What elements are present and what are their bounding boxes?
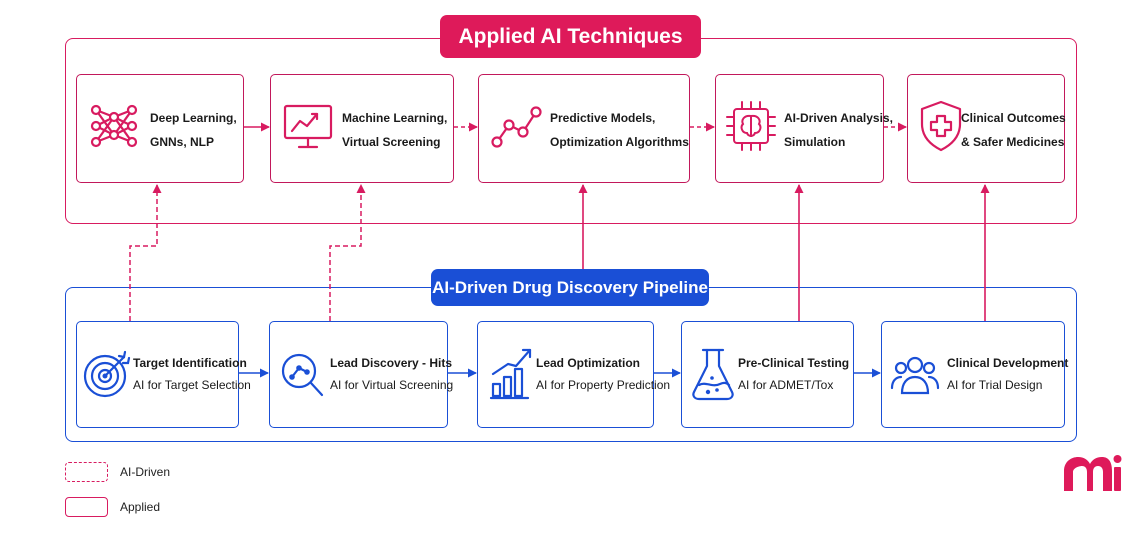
ai-chip-brain-icon <box>726 101 776 151</box>
pipeline-stage-lead-discovery: Lead Discovery - Hits AI for Virtual Scr… <box>269 321 453 428</box>
stage-title: Lead Optimization <box>536 356 641 370</box>
node-line2: Optimization Algorithms <box>550 135 689 149</box>
stage-subtitle: AI for Target Selection <box>133 378 251 392</box>
pipeline-stage-target-identification: Target Identification AI for Target Sele… <box>76 321 251 428</box>
applied-banner: Applied AI Techniques <box>440 15 701 58</box>
legend-applied: Applied <box>65 497 160 517</box>
applied-node-clinical-outcomes: Clinical Outcomes & Safer Medicines <box>907 74 1066 183</box>
pipeline-stage-lead-optimization: Lead Optimization AI for Property Predic… <box>477 321 670 428</box>
legend-dashed-swatch <box>65 462 108 482</box>
stage-subtitle: AI for Virtual Screening <box>330 378 454 392</box>
pipeline-banner: AI-Driven Drug Discovery Pipeline <box>431 269 709 306</box>
stage-title: Target Identification <box>133 356 247 370</box>
people-group-icon <box>890 356 940 395</box>
flask-icon <box>692 348 734 401</box>
legend-label: Applied <box>120 500 161 514</box>
pipeline-stage-clinical-development: Clinical Development AI for Trial Design <box>881 321 1069 428</box>
link-lead-to-machine-learning <box>329 184 366 321</box>
applied-node-machine-learning: Machine Learning, Virtual Screening <box>270 74 454 183</box>
brand-logo-icon <box>1064 455 1122 491</box>
applied-node-predictive-models: Predictive Models, Optimization Algorith… <box>478 74 690 183</box>
stage-title: Pre-Clinical Testing <box>738 356 850 370</box>
node-line1: Predictive Models, <box>550 111 656 125</box>
stage-subtitle: AI for Property Prediction <box>536 378 671 392</box>
monitor-chart-icon <box>283 104 333 149</box>
pipeline-stage-pre-clinical: Pre-Clinical Testing AI for ADMET/Tox <box>681 321 854 428</box>
legend-label: AI-Driven <box>120 465 171 479</box>
stage-subtitle: AI for ADMET/Tox <box>738 378 834 392</box>
applied-node-ai-analysis: AI-Driven Analysis, Simulation <box>715 74 893 183</box>
bar-growth-icon <box>489 348 532 400</box>
applied-node-deep-learning: Deep Learning, GNNs, NLP <box>76 74 244 183</box>
node-line1: Clinical Outcomes <box>961 111 1066 125</box>
node-line2: Virtual Screening <box>342 135 441 149</box>
neural-network-icon <box>90 104 138 148</box>
node-line1: Machine Learning, <box>342 111 448 125</box>
legend-ai-driven: AI-Driven <box>65 462 170 482</box>
legend-solid-swatch <box>65 497 108 517</box>
node-line2: & Safer Medicines <box>961 135 1065 149</box>
trend-nodes-icon <box>491 106 542 148</box>
node-line2: GNNs, NLP <box>150 135 215 149</box>
stage-title: Lead Discovery - Hits <box>330 356 453 370</box>
medical-shield-icon <box>920 100 962 152</box>
node-line1: AI-Driven Analysis, <box>784 111 893 125</box>
target-icon <box>83 350 131 398</box>
magnifier-network-icon <box>281 353 324 397</box>
link-target-to-deep-learning <box>129 184 162 321</box>
node-line2: Simulation <box>784 135 846 149</box>
stage-title: Clinical Development <box>947 356 1069 370</box>
node-line1: Deep Learning, <box>150 111 237 125</box>
stage-subtitle: AI for Trial Design <box>947 378 1043 392</box>
